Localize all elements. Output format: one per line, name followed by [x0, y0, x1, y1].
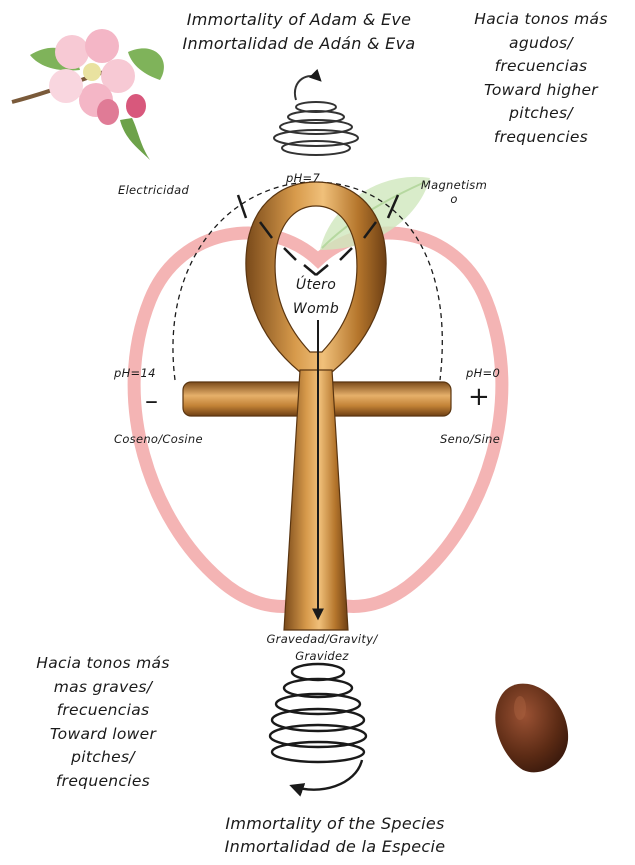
spiral-down-arrow-icon [270, 664, 366, 790]
higher-pitch-line3: frecuencias [452, 55, 630, 79]
magnetism-line1: Magnetism [402, 178, 506, 192]
bottom-title: Immortality of the Species Inmortalidad … [170, 812, 500, 858]
cosine-label: Coseno/Cosine [114, 432, 203, 446]
womb-label: Útero Womb [278, 273, 354, 321]
higher-pitch-note: Hacia tonos más agudos/ frecuencias Towa… [452, 8, 630, 149]
electricity-label: Electricidad [118, 183, 189, 197]
top-title: Immortality of Adam & Eve Inmortalidad d… [140, 8, 458, 56]
gravity-line1: Gravedad/Gravity/ [232, 631, 412, 648]
lower-pitch-note: Hacia tonos más mas graves/ frecuencias … [8, 652, 198, 793]
lower-pitch-line1: Hacia tonos más [8, 652, 198, 676]
higher-pitch-line6: frequencies [452, 126, 630, 150]
womb-label-en: Womb [278, 297, 354, 321]
bottom-title-line2: Inmortalidad de la Especie [170, 835, 500, 858]
lower-pitch-line5: pitches/ [8, 746, 198, 770]
lower-pitch-line4: Toward lower [8, 723, 198, 747]
higher-pitch-line1: Hacia tonos más [452, 8, 630, 32]
ph-top-label: pH=7 [286, 171, 320, 185]
magnetism-label: Magnetism o [402, 178, 506, 206]
womb-label-es: Útero [278, 273, 354, 297]
higher-pitch-line2: agudos/ [452, 32, 630, 56]
top-title-line2: Inmortalidad de Adán & Eva [140, 32, 458, 56]
gravity-label: Gravedad/Gravity/ Gravidez [232, 631, 412, 665]
spiral-up-arrow-icon [274, 76, 358, 155]
apple-seed-icon [495, 684, 568, 773]
ph-right-label: pH=0 [466, 366, 500, 380]
minus-sign: – [145, 388, 158, 414]
lower-pitch-line3: frecuencias [8, 699, 198, 723]
top-title-line1: Immortality of Adam & Eve [140, 8, 458, 32]
higher-pitch-line5: pitches/ [452, 102, 630, 126]
magnetism-line2: o [402, 192, 506, 206]
bottom-title-line1: Immortality of the Species [170, 812, 500, 835]
higher-pitch-line4: Toward higher [452, 79, 630, 103]
ph-left-label: pH=14 [114, 366, 156, 380]
gravity-line2: Gravidez [232, 648, 412, 665]
lower-pitch-line2: mas graves/ [8, 676, 198, 700]
plus-sign: + [468, 384, 490, 410]
sine-label: Seno/Sine [440, 432, 500, 446]
lower-pitch-line6: frequencies [8, 770, 198, 794]
